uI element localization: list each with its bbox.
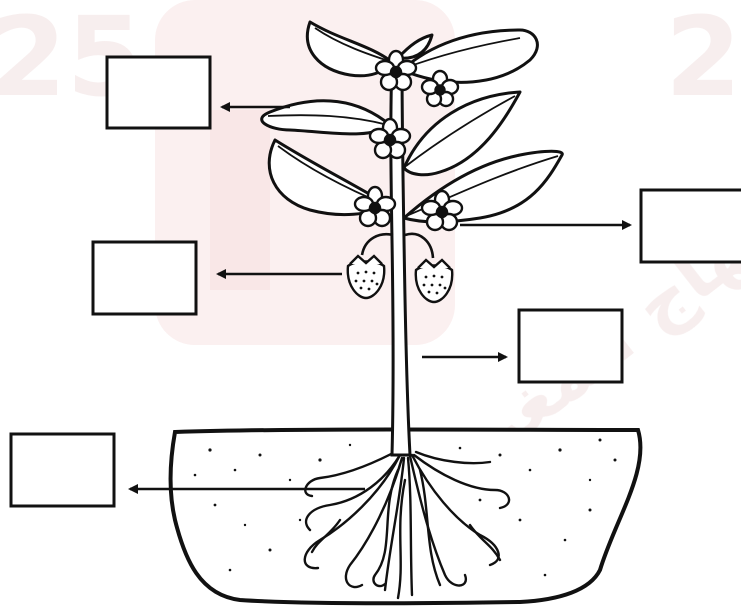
label-box-root[interactable] xyxy=(11,434,114,506)
label-box-flower[interactable] xyxy=(641,190,741,262)
watermark-right-number: 20 xyxy=(665,0,741,121)
label-box-leaf[interactable] xyxy=(107,57,210,128)
label-box-stem[interactable] xyxy=(519,310,622,382)
label-box-fruit[interactable] xyxy=(93,242,196,314)
